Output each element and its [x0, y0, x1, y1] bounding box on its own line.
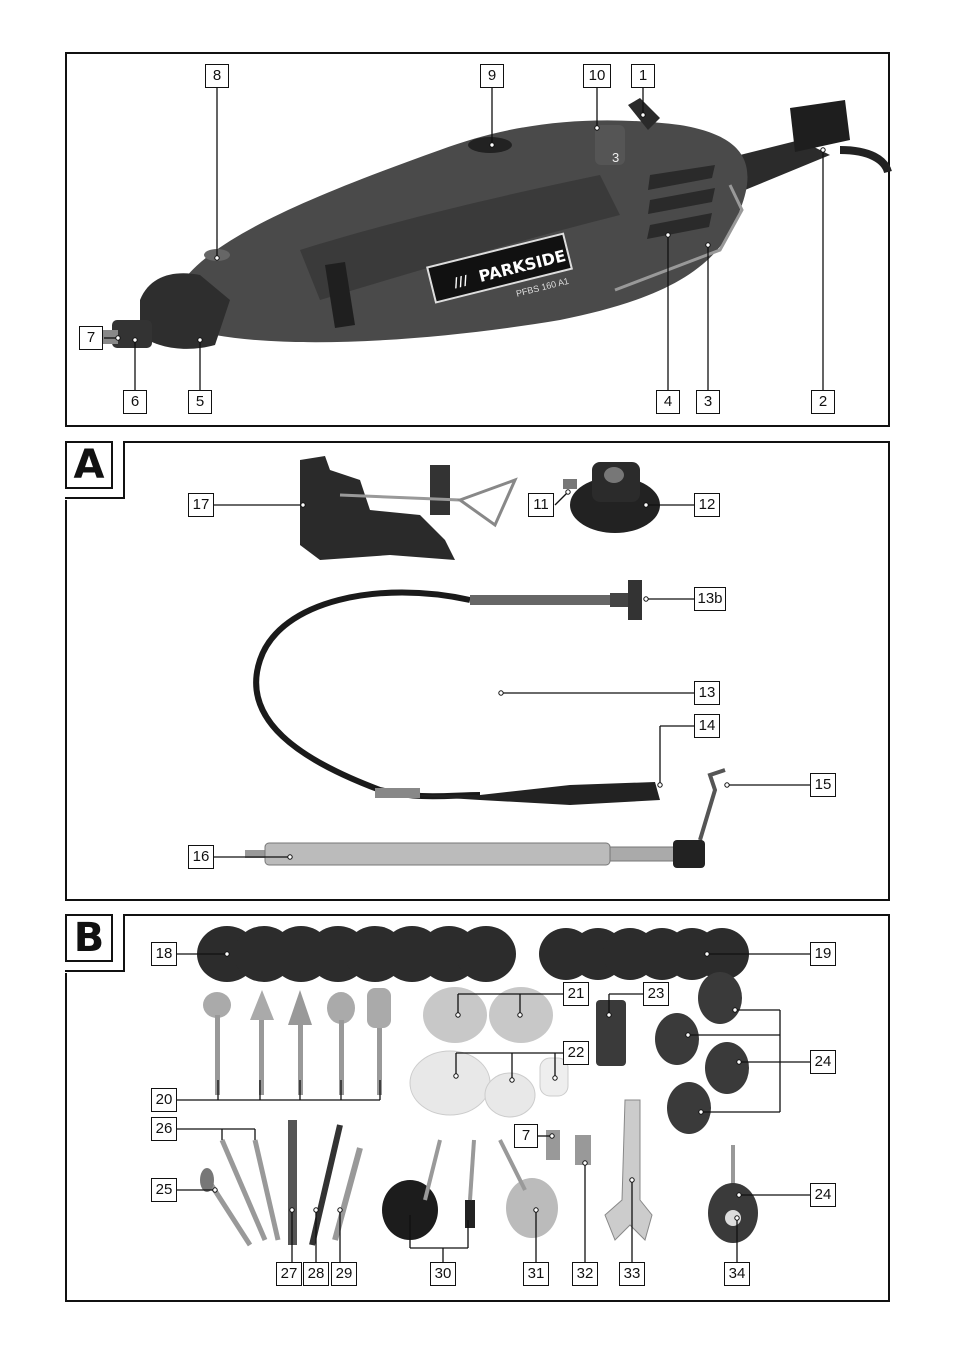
callout-30: 30	[430, 1262, 456, 1286]
callout-31: 31	[523, 1262, 549, 1286]
callout-11: 11	[528, 493, 554, 517]
callout-9: 9	[480, 64, 504, 88]
callout-7-collet: 7	[514, 1124, 538, 1148]
callout-16: 16	[188, 845, 214, 869]
callout-29: 29	[331, 1262, 357, 1286]
callout-8: 8	[205, 64, 229, 88]
callout-34: 34	[724, 1262, 750, 1286]
callout-13: 13	[694, 681, 720, 705]
section-a-label: A	[65, 441, 113, 489]
callout-24-drum: 24	[810, 1183, 836, 1207]
callout-10: 10	[583, 64, 611, 88]
callout-3: 3	[696, 390, 720, 414]
callout-25: 25	[151, 1178, 177, 1202]
callout-23: 23	[643, 982, 669, 1006]
section-b-label: B	[65, 914, 113, 962]
callout-14: 14	[694, 714, 720, 738]
callout-5: 5	[188, 390, 212, 414]
callout-28: 28	[303, 1262, 329, 1286]
svg-text:///: ///	[452, 273, 470, 291]
callout-12: 12	[694, 493, 720, 517]
callout-20: 20	[151, 1088, 177, 1112]
speed-dial-mark: 3	[612, 150, 619, 165]
callout-4: 4	[656, 390, 680, 414]
callout-24-bands: 24	[810, 1050, 836, 1074]
section-a-panel	[65, 441, 890, 901]
callout-26: 26	[151, 1117, 177, 1141]
callout-13b: 13b	[694, 587, 726, 611]
callout-33: 33	[619, 1262, 645, 1286]
callout-17: 17	[188, 493, 214, 517]
callout-22: 22	[563, 1041, 589, 1065]
callout-6: 6	[123, 390, 147, 414]
callout-7: 7	[79, 326, 103, 350]
callout-15: 15	[810, 773, 836, 797]
callout-32: 32	[572, 1262, 598, 1286]
callout-19: 19	[810, 942, 836, 966]
callout-21: 21	[563, 982, 589, 1006]
callout-27: 27	[276, 1262, 302, 1286]
callout-1: 1	[631, 64, 655, 88]
callout-18: 18	[151, 942, 177, 966]
callout-2: 2	[811, 390, 835, 414]
